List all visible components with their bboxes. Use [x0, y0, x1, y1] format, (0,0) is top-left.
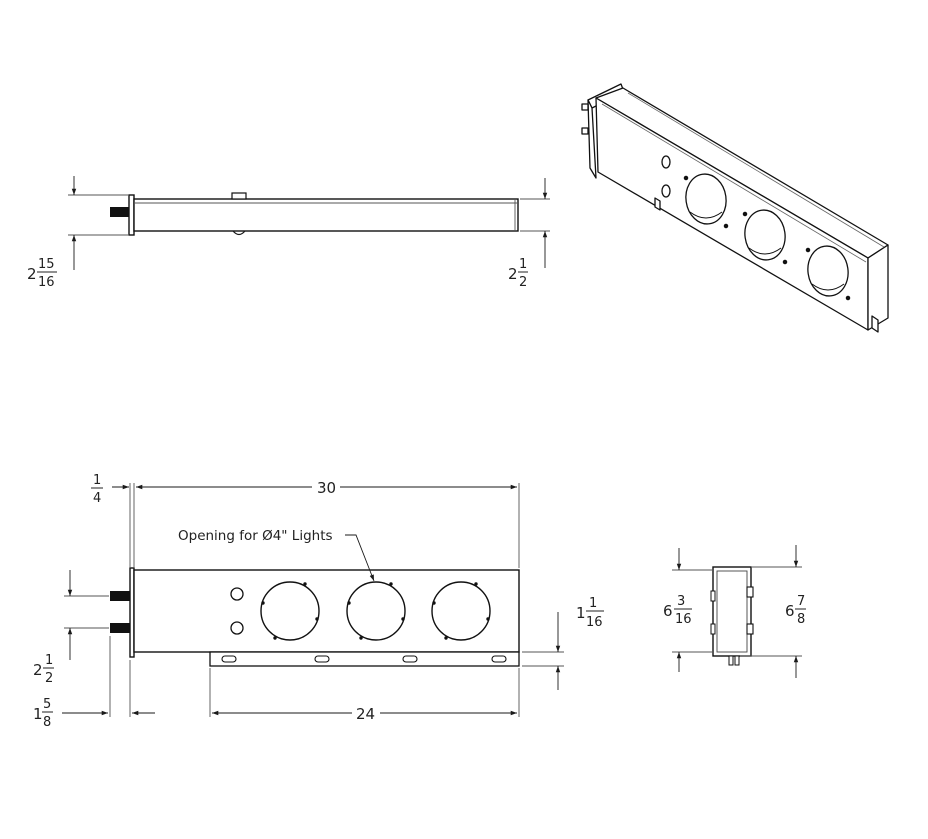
dim-front-bracket-length: 24: [356, 705, 375, 723]
dim-front-left-offset: 1 5 8: [33, 697, 53, 730]
dim-end-right: 6 7 8: [785, 594, 806, 627]
dim-whole: 1: [576, 604, 586, 622]
dim-num: 1: [589, 596, 597, 611]
dim-front-left-bolt: 2 1 2: [33, 653, 54, 686]
dim-num: 1: [45, 653, 53, 668]
dim-whole: 2: [508, 265, 518, 283]
front-dim-lines: [62, 483, 564, 717]
dim-num: 5: [43, 697, 51, 712]
callout-opening-lights: Opening for Ø4" Lights: [178, 528, 333, 544]
dim-num: 7: [797, 594, 805, 609]
dim-end-left: 6 3 16: [663, 594, 692, 627]
dim-side-right: 2 1 2: [508, 257, 528, 290]
dim-num: 15: [38, 257, 55, 272]
dim-den: 16: [586, 615, 603, 630]
dim-den: 16: [38, 275, 55, 290]
end-view: [672, 545, 802, 678]
dim-den: 8: [797, 612, 805, 627]
dim-whole: 2: [27, 265, 37, 283]
dim-front-length: 30: [317, 479, 336, 497]
dim-den: 2: [519, 275, 527, 290]
dim-num: 1: [519, 257, 527, 272]
side-view: [68, 176, 550, 270]
dim-whole: 1: [33, 705, 43, 723]
dim-front-bracket-drop: 1 1 16: [576, 596, 604, 630]
dim-num: 1: [93, 473, 101, 488]
dim-den: 16: [675, 612, 692, 627]
front-view: [110, 567, 520, 667]
dim-den: 2: [45, 671, 53, 686]
dim-front-flange: 1 4: [91, 473, 103, 506]
dim-whole: 2: [33, 661, 43, 679]
dim-num: 3: [677, 594, 685, 609]
isometric-view: [581, 83, 889, 333]
dim-whole: 6: [785, 602, 795, 620]
dim-whole: 6: [663, 602, 673, 620]
dim-den: 8: [43, 715, 51, 730]
dim-den: 4: [93, 491, 101, 506]
dim-side-left: 2 15 16: [27, 257, 57, 290]
